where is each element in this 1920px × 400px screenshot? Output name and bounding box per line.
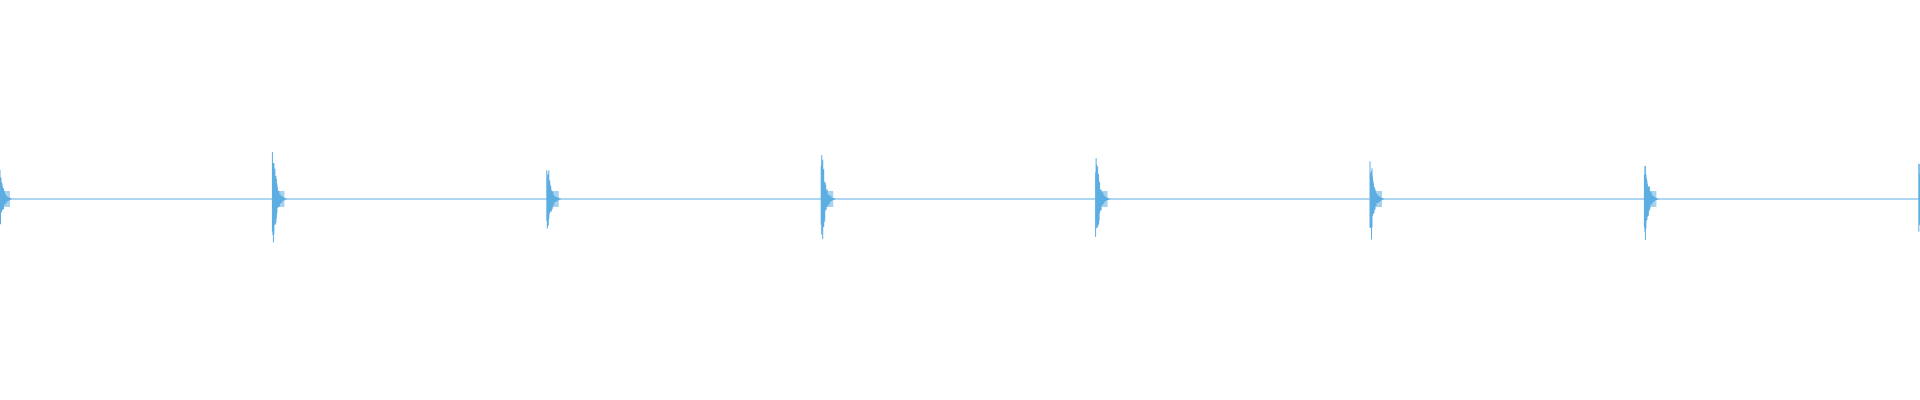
waveform-click-core xyxy=(1370,191,1382,207)
waveform-click-core xyxy=(546,191,559,207)
waveform-click-burst xyxy=(0,170,13,225)
waveform-clicks xyxy=(0,152,1920,243)
waveform-click-burst xyxy=(546,170,562,229)
waveform-click-core xyxy=(1095,191,1108,207)
waveform-click-core xyxy=(1644,191,1657,207)
waveform-click-core xyxy=(0,191,10,207)
waveform-click-burst xyxy=(271,152,288,243)
waveform-click-core xyxy=(1918,191,1920,207)
waveform-click-burst xyxy=(820,155,837,240)
waveform-click-core xyxy=(272,191,285,207)
waveform-click-burst xyxy=(1095,158,1111,237)
waveform-click-burst xyxy=(1643,165,1660,240)
waveform-click-core xyxy=(821,191,834,207)
waveform-click-burst xyxy=(1369,161,1385,240)
